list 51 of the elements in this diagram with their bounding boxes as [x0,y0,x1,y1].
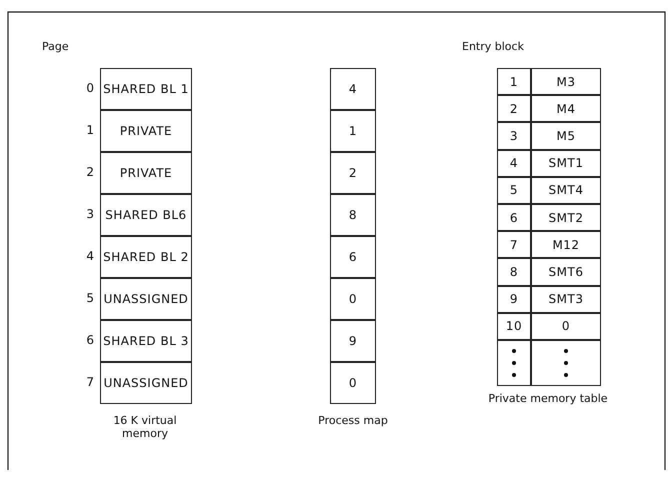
table-cell: 0 [531,312,601,340]
page-number: 6 [85,333,94,347]
page-number: 0 [85,81,94,95]
page-number: 7 [85,375,94,389]
table-cell: M12 [531,231,601,258]
table-cell: 3 [497,122,531,150]
table-cell: SMT3 [531,286,601,313]
table-cell: 10 [497,312,531,340]
table-cell: M5 [531,122,601,150]
page-number: 1 [85,123,94,137]
table-cell: SMT2 [531,204,601,232]
page-number: 5 [85,291,94,305]
table-cell: SMT4 [531,176,601,204]
table-cell: SMT1 [531,150,601,177]
page-number: 3 [85,207,94,221]
table-cell: 8 [497,258,531,286]
process-map-cell: 0 [330,362,376,404]
memory-page-cell: SHARED BL 1 [100,68,192,110]
process-map-cell: 6 [330,236,376,278]
table-cell: SMT6 [531,258,601,286]
table-cell: 7 [497,231,531,258]
memory-page-cell: UNASSIGNED [100,278,192,320]
column-caption: Private memory table [488,392,608,406]
memory-page-cell: PRIVATE [100,110,192,152]
table-cell: 1 [497,68,531,96]
process-map-cell: 2 [330,152,376,194]
process-map-cell: 1 [330,110,376,152]
memory-page-cell: PRIVATE [100,152,192,194]
table-cell: 9 [497,286,531,313]
table-cell [531,340,601,386]
table-cell: M4 [531,95,601,122]
process-map-cell: 4 [330,68,376,110]
table-cell: 5 [497,176,531,204]
memory-page-cell: SHARED BL 2 [100,236,192,278]
table-cell: 6 [497,204,531,232]
table-cell: M3 [531,68,601,96]
page-number: 4 [85,249,94,263]
process-map-cell: 8 [330,194,376,236]
column-caption: Process map [317,414,389,428]
memory-page-cell: UNASSIGNED [100,362,192,404]
table-cell: 2 [497,95,531,122]
process-map-cell: 9 [330,320,376,362]
column-heading: Page [42,40,70,54]
memory-page-cell: SHARED BL6 [100,194,192,236]
column-heading: Entry block [462,40,525,54]
process-map-cell: 0 [330,278,376,320]
table-cell [497,340,531,386]
table-cell: 4 [497,150,531,177]
column-caption: 16 K virtual memory [112,414,178,440]
memory-page-cell: SHARED BL 3 [100,320,192,362]
page-number: 2 [85,165,94,179]
